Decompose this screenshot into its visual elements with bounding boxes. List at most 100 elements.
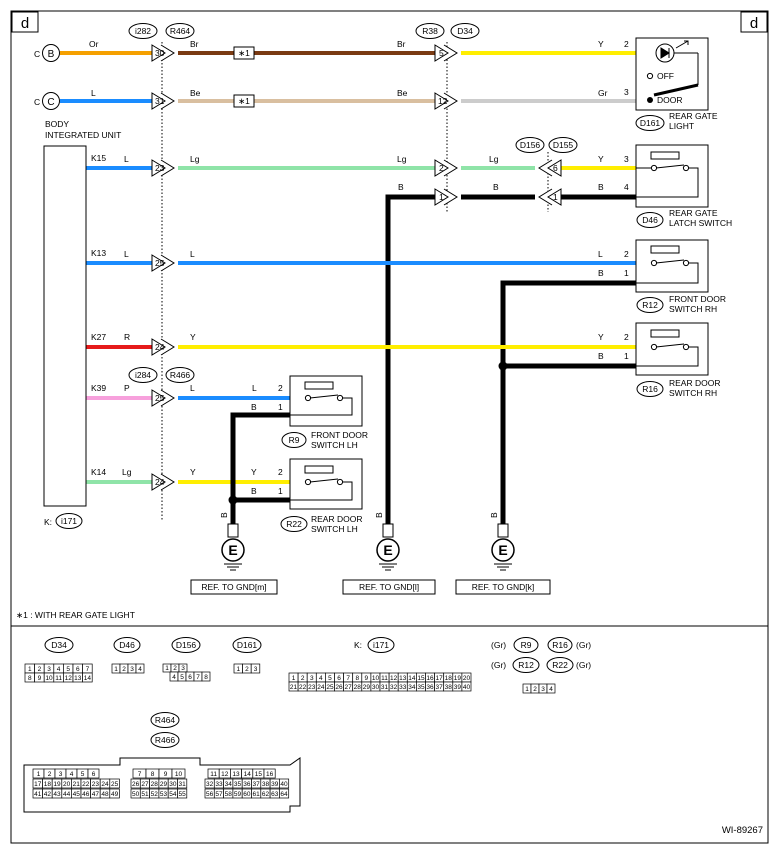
- pin-cell: 5: [76, 768, 89, 779]
- svg-text:38: 38: [262, 781, 270, 788]
- svg-text:4: 4: [57, 666, 61, 673]
- svg-text:12: 12: [65, 675, 73, 682]
- svg-text:14: 14: [408, 675, 416, 682]
- svg-text:39: 39: [271, 781, 279, 788]
- svg-text:22: 22: [299, 684, 307, 691]
- svg-text:58: 58: [225, 791, 233, 798]
- pin-cell: 7: [193, 671, 203, 682]
- pin-cell: 13: [72, 672, 83, 683]
- svg-text:B: B: [398, 182, 404, 192]
- svg-text:35: 35: [417, 684, 425, 691]
- pin-cell: 21: [288, 681, 299, 692]
- svg-text:2: 2: [278, 467, 283, 477]
- svg-text:20: 20: [63, 781, 71, 788]
- svg-text:36: 36: [426, 684, 434, 691]
- svg-text:1: 1: [439, 192, 444, 202]
- pin-cell: 5: [63, 663, 74, 674]
- pin-cell: 31: [177, 778, 188, 789]
- svg-text:41: 41: [34, 791, 42, 798]
- svg-text:2: 2: [624, 249, 629, 259]
- pin-cell: 20: [461, 672, 472, 683]
- svg-text:B: B: [598, 182, 604, 192]
- rear-gate-light: 2 3 OFF DOOR D161 REAR GATE LIGHT: [624, 37, 718, 131]
- svg-text:Y: Y: [190, 332, 196, 342]
- wire-color-labels: Or Br Br Y L Be Be Gr L Lg Lg Lg Y B B B…: [89, 39, 608, 496]
- svg-text:24: 24: [317, 684, 325, 691]
- svg-text:C: C: [47, 97, 54, 108]
- svg-text:9: 9: [164, 771, 168, 778]
- pin-23: 23: [151, 159, 175, 177]
- pin-cell: 40: [461, 681, 472, 692]
- conn-label: D156: [515, 137, 545, 153]
- pin-cell: 9: [158, 768, 173, 779]
- svg-text:60: 60: [243, 791, 251, 798]
- svg-text:2: 2: [533, 686, 537, 693]
- pin-cell: 33: [397, 681, 408, 692]
- svg-text:33: 33: [399, 684, 407, 691]
- pin-cell: 2: [34, 663, 45, 674]
- svg-text:25: 25: [155, 258, 165, 268]
- svg-text:DOOR: DOOR: [657, 95, 683, 105]
- pin-cell: 9: [361, 672, 372, 683]
- pin-12: 12: [434, 92, 458, 110]
- svg-text:63: 63: [271, 791, 279, 798]
- pin-cell: 22: [297, 681, 308, 692]
- pin-cell: 40: [279, 778, 290, 789]
- ground-l: B E REF. TO GND[l]: [342, 512, 436, 595]
- pin-cell: 1: [522, 683, 532, 694]
- svg-text:∗1: ∗1: [238, 96, 250, 106]
- svg-text:SWITCH LH: SWITCH LH: [311, 524, 358, 534]
- svg-text:d: d: [750, 15, 758, 32]
- svg-text:E: E: [383, 542, 392, 558]
- svg-text:Lg: Lg: [489, 154, 499, 164]
- pin-cell: 15: [416, 672, 426, 683]
- wire-row-4: [385, 194, 636, 524]
- pin-cell: 7: [82, 663, 93, 674]
- pin-cell: 59: [232, 788, 243, 799]
- svg-text:2: 2: [278, 383, 283, 393]
- svg-text:42: 42: [44, 791, 52, 798]
- pin-cell: 2: [43, 768, 56, 779]
- pin-cell: 2: [530, 683, 540, 694]
- pin-cell: 26: [130, 778, 141, 789]
- svg-text:18: 18: [445, 675, 453, 682]
- pin-cell: 6: [72, 663, 83, 674]
- pin-cell: 4: [169, 671, 179, 682]
- svg-text:Lg: Lg: [397, 154, 407, 164]
- svg-text:3: 3: [624, 154, 629, 164]
- pin-cell: 11: [207, 768, 220, 779]
- pin-cell: 38: [443, 681, 454, 692]
- svg-text:R12: R12: [642, 300, 658, 310]
- pin-cell: 34: [406, 681, 417, 692]
- svg-text:B: B: [598, 268, 604, 278]
- svg-text:6: 6: [92, 771, 96, 778]
- pin-cell: 10: [171, 768, 186, 779]
- svg-text:C: C: [34, 49, 40, 59]
- svg-text:R22: R22: [286, 519, 302, 529]
- svg-text:SWITCH LH: SWITCH LH: [311, 440, 358, 450]
- svg-text:12: 12: [438, 96, 448, 106]
- svg-text:R12: R12: [518, 660, 534, 670]
- conn-label: R464: [165, 23, 195, 39]
- svg-text:46: 46: [82, 791, 90, 798]
- pin-cell: 17: [32, 778, 43, 789]
- svg-text:Br: Br: [190, 39, 199, 49]
- conn-label: D34: [450, 23, 480, 39]
- option-marker: ∗1: [233, 94, 255, 108]
- svg-text:L: L: [252, 383, 257, 393]
- pin-cell: 4: [65, 768, 78, 779]
- svg-text:27: 27: [345, 684, 353, 691]
- svg-text:(Gr): (Gr): [576, 660, 591, 670]
- pin-1: 1: [538, 188, 562, 206]
- svg-text:1: 1: [525, 686, 529, 693]
- svg-text:d: d: [21, 15, 29, 32]
- pin-cell: 34: [223, 778, 234, 789]
- pin-25: 25: [151, 254, 175, 272]
- svg-text:62: 62: [262, 791, 270, 798]
- svg-text:3: 3: [59, 771, 63, 778]
- svg-text:29: 29: [363, 684, 371, 691]
- svg-text:D46: D46: [642, 215, 658, 225]
- pin-cell: 58: [223, 788, 234, 799]
